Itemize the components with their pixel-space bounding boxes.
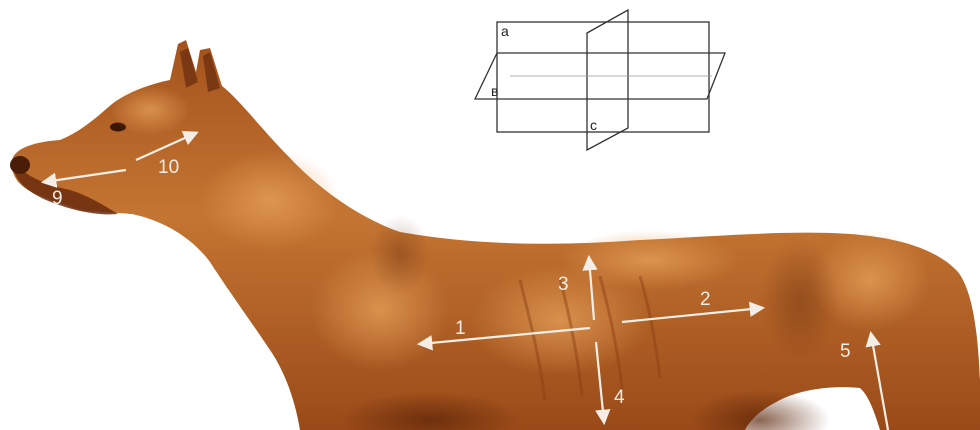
label-5: 5 — [840, 341, 851, 362]
plane-a-label: a — [501, 23, 509, 39]
label-2: 2 — [700, 289, 711, 310]
label-4: 4 — [614, 387, 625, 408]
plane-c-label: c — [590, 117, 597, 133]
label-9: 9 — [52, 188, 63, 209]
plane-b-label: в — [491, 83, 498, 99]
label-3: 3 — [558, 274, 569, 295]
label-1: 1 — [455, 318, 466, 339]
label-10: 10 — [158, 157, 179, 178]
planes-diagram — [475, 10, 725, 150]
